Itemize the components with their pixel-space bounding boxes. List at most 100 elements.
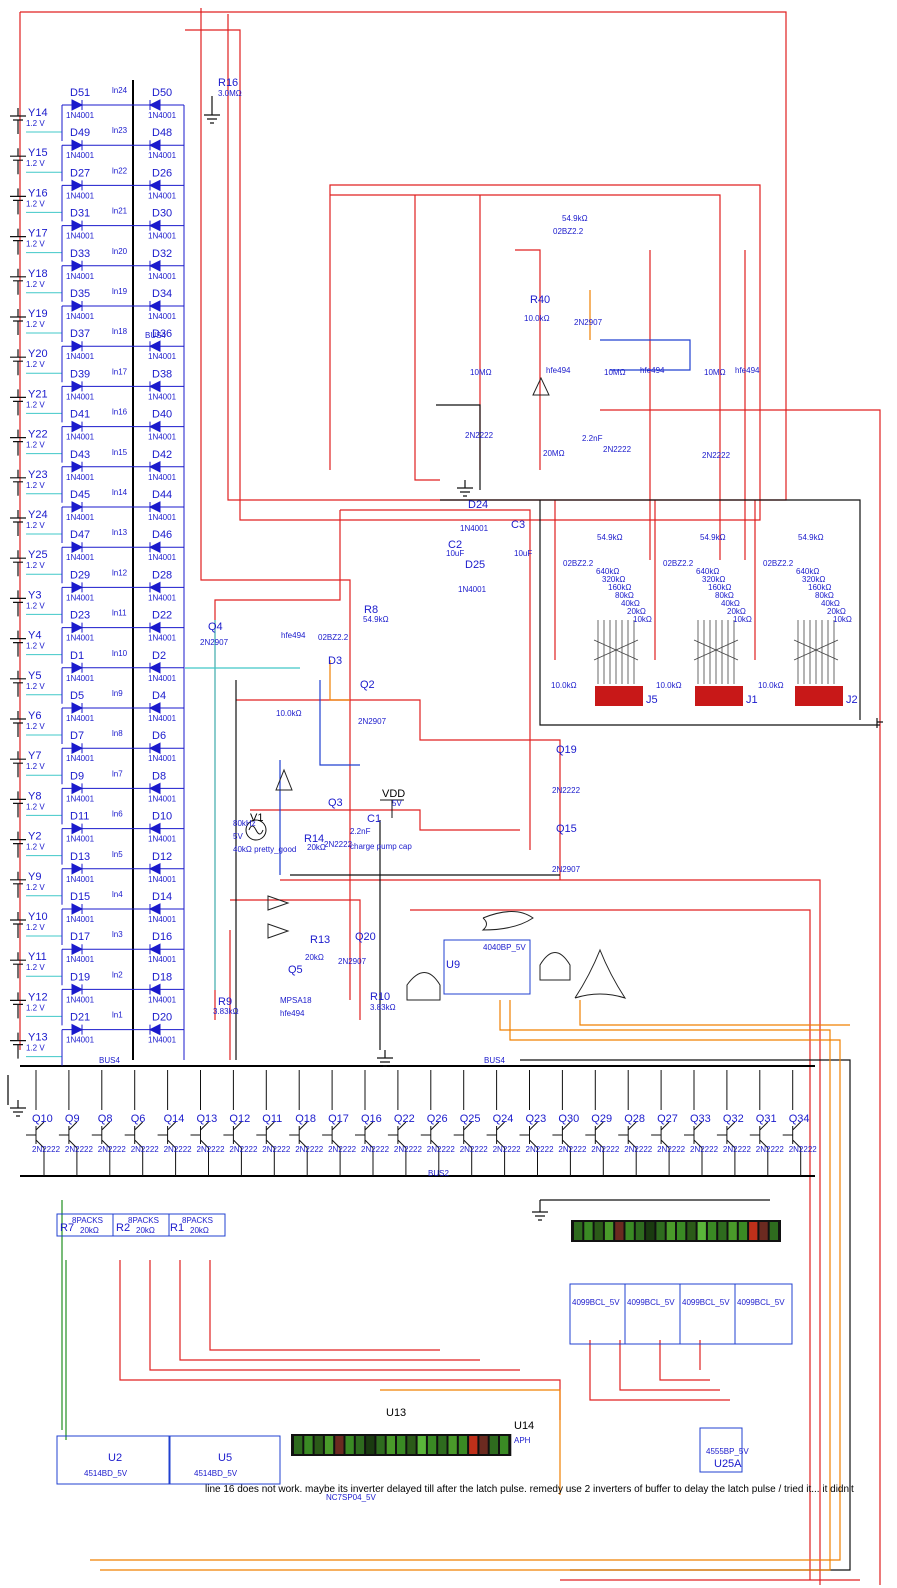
transistor-part: 2N2222 [295, 1145, 324, 1154]
diode-ref-right: D10 [152, 811, 172, 823]
battery-voltage: 1.2 V [26, 159, 45, 168]
battery-icon [10, 188, 26, 215]
component-label: J1 [746, 694, 758, 706]
transistor-ref: Q24 [493, 1113, 514, 1125]
diode-part-left: 1N4001 [66, 433, 95, 442]
transistor-part: 2N2222 [591, 1145, 620, 1154]
battery-icon [10, 510, 26, 536]
diode-ref-left: D33 [70, 248, 90, 260]
battery-voltage: 1.2 V [26, 722, 45, 731]
component-label: 320kΩ [602, 575, 625, 584]
diode-ref-right: D36 [152, 328, 172, 340]
component-label: 10uF [514, 549, 532, 558]
diode-part-right: 1N4001 [148, 473, 177, 482]
diode-ref-right: D6 [152, 730, 166, 742]
diode-ref-right: D14 [152, 891, 172, 903]
component-label: hfe494 [280, 1009, 305, 1018]
battery-icon [10, 992, 26, 1019]
component-label: hfe494 [281, 631, 306, 640]
diode-part-right: 1N4001 [148, 955, 177, 964]
transistor-part: 2N2222 [558, 1145, 587, 1154]
transistor-part: 2N2222 [526, 1145, 555, 1154]
component-label: 8PACKS [182, 1216, 213, 1225]
diode-ref-right: D48 [152, 127, 172, 139]
diode-icon [148, 340, 161, 353]
component-label: 54.9kΩ [597, 533, 623, 542]
diode-icon [148, 1023, 161, 1036]
battery-voltage: 1.2 V [26, 561, 45, 570]
component-label: 02BZ2.2 [663, 559, 694, 568]
diode-part-left: 1N4001 [66, 593, 95, 602]
battery-name: Y3 [28, 589, 41, 601]
component-label: 10.0kΩ [656, 681, 682, 690]
diode-part-right: 1N4001 [148, 312, 177, 321]
transistor-ref: Q30 [558, 1113, 579, 1125]
transistor-ref: Q31 [756, 1113, 777, 1125]
diode-icon [148, 541, 161, 554]
battery-name: Y4 [28, 630, 41, 642]
npn-transistor-icon [223, 1070, 242, 1176]
net-label: ln3 [112, 930, 123, 939]
component-label: 2N2907 [552, 865, 581, 874]
component-label: 20MΩ [543, 449, 565, 458]
led-segment [666, 1222, 675, 1240]
diode-icon [148, 621, 161, 634]
net-label: ln24 [112, 86, 128, 95]
diode-part-right: 1N4001 [148, 674, 177, 683]
component-label: 4099BCL_5V [572, 1298, 620, 1307]
led-segment [500, 1436, 509, 1454]
diode-ref-right: D12 [152, 851, 172, 863]
battery-voltage: 1.2 V [26, 400, 45, 409]
led-segment [697, 1222, 706, 1240]
component-label: BUS2 [428, 1169, 449, 1178]
net-label: ln23 [112, 126, 128, 135]
component-label: R13 [310, 934, 330, 946]
battery-icon [10, 831, 26, 858]
diode-icon [148, 460, 161, 473]
led-segment [635, 1222, 645, 1240]
transistor-part: 2N2222 [394, 1145, 423, 1154]
led-segment [304, 1436, 313, 1454]
battery-cell: Y71.2 V [10, 750, 62, 778]
diode-part-left: 1N4001 [66, 312, 95, 321]
component-label: U2 [108, 1452, 122, 1464]
diode-icon [148, 300, 161, 312]
net-label: ln15 [112, 448, 128, 457]
battery-name: Y2 [28, 831, 41, 843]
transistor-part: 2N2222 [723, 1145, 752, 1154]
battery-icon [10, 1032, 26, 1059]
diode-part-right: 1N4001 [148, 513, 177, 522]
component-label: R9 [218, 996, 232, 1008]
battery-voltage: 1.2 V [26, 1044, 45, 1053]
transistor-part: 2N2222 [624, 1145, 653, 1154]
transistor-part: 2N2222 [789, 1145, 818, 1154]
npn-transistor-icon [256, 1070, 275, 1176]
battery-cell: Y81.2 V [10, 790, 62, 818]
battery-name: Y7 [28, 750, 41, 762]
component-label: R10 [370, 991, 390, 1003]
component-label: 80kΩ [815, 591, 834, 600]
diode-icon [148, 702, 161, 714]
battery-icon [10, 349, 26, 376]
component-label: R8 [364, 604, 378, 616]
component-label: V1 [250, 812, 263, 824]
component-label: hfe494 [640, 366, 665, 375]
switch-transistor-row: Q102N2222Q92N2222Q82N2222Q62N2222Q142N22… [26, 1070, 817, 1176]
battery-icon [10, 952, 26, 979]
battery-cell: Y41.2 V [10, 630, 62, 657]
transistor-part: 2N2222 [460, 1145, 489, 1154]
diode-part-left: 1N4001 [66, 674, 95, 683]
component-label: 4099BCL_5V [682, 1298, 730, 1307]
component-label: 80kΩ [715, 591, 734, 600]
diode-icon [71, 179, 84, 192]
diode-ref-right: D18 [152, 971, 172, 983]
battery-icon [10, 670, 26, 697]
net-label: ln16 [112, 408, 128, 417]
